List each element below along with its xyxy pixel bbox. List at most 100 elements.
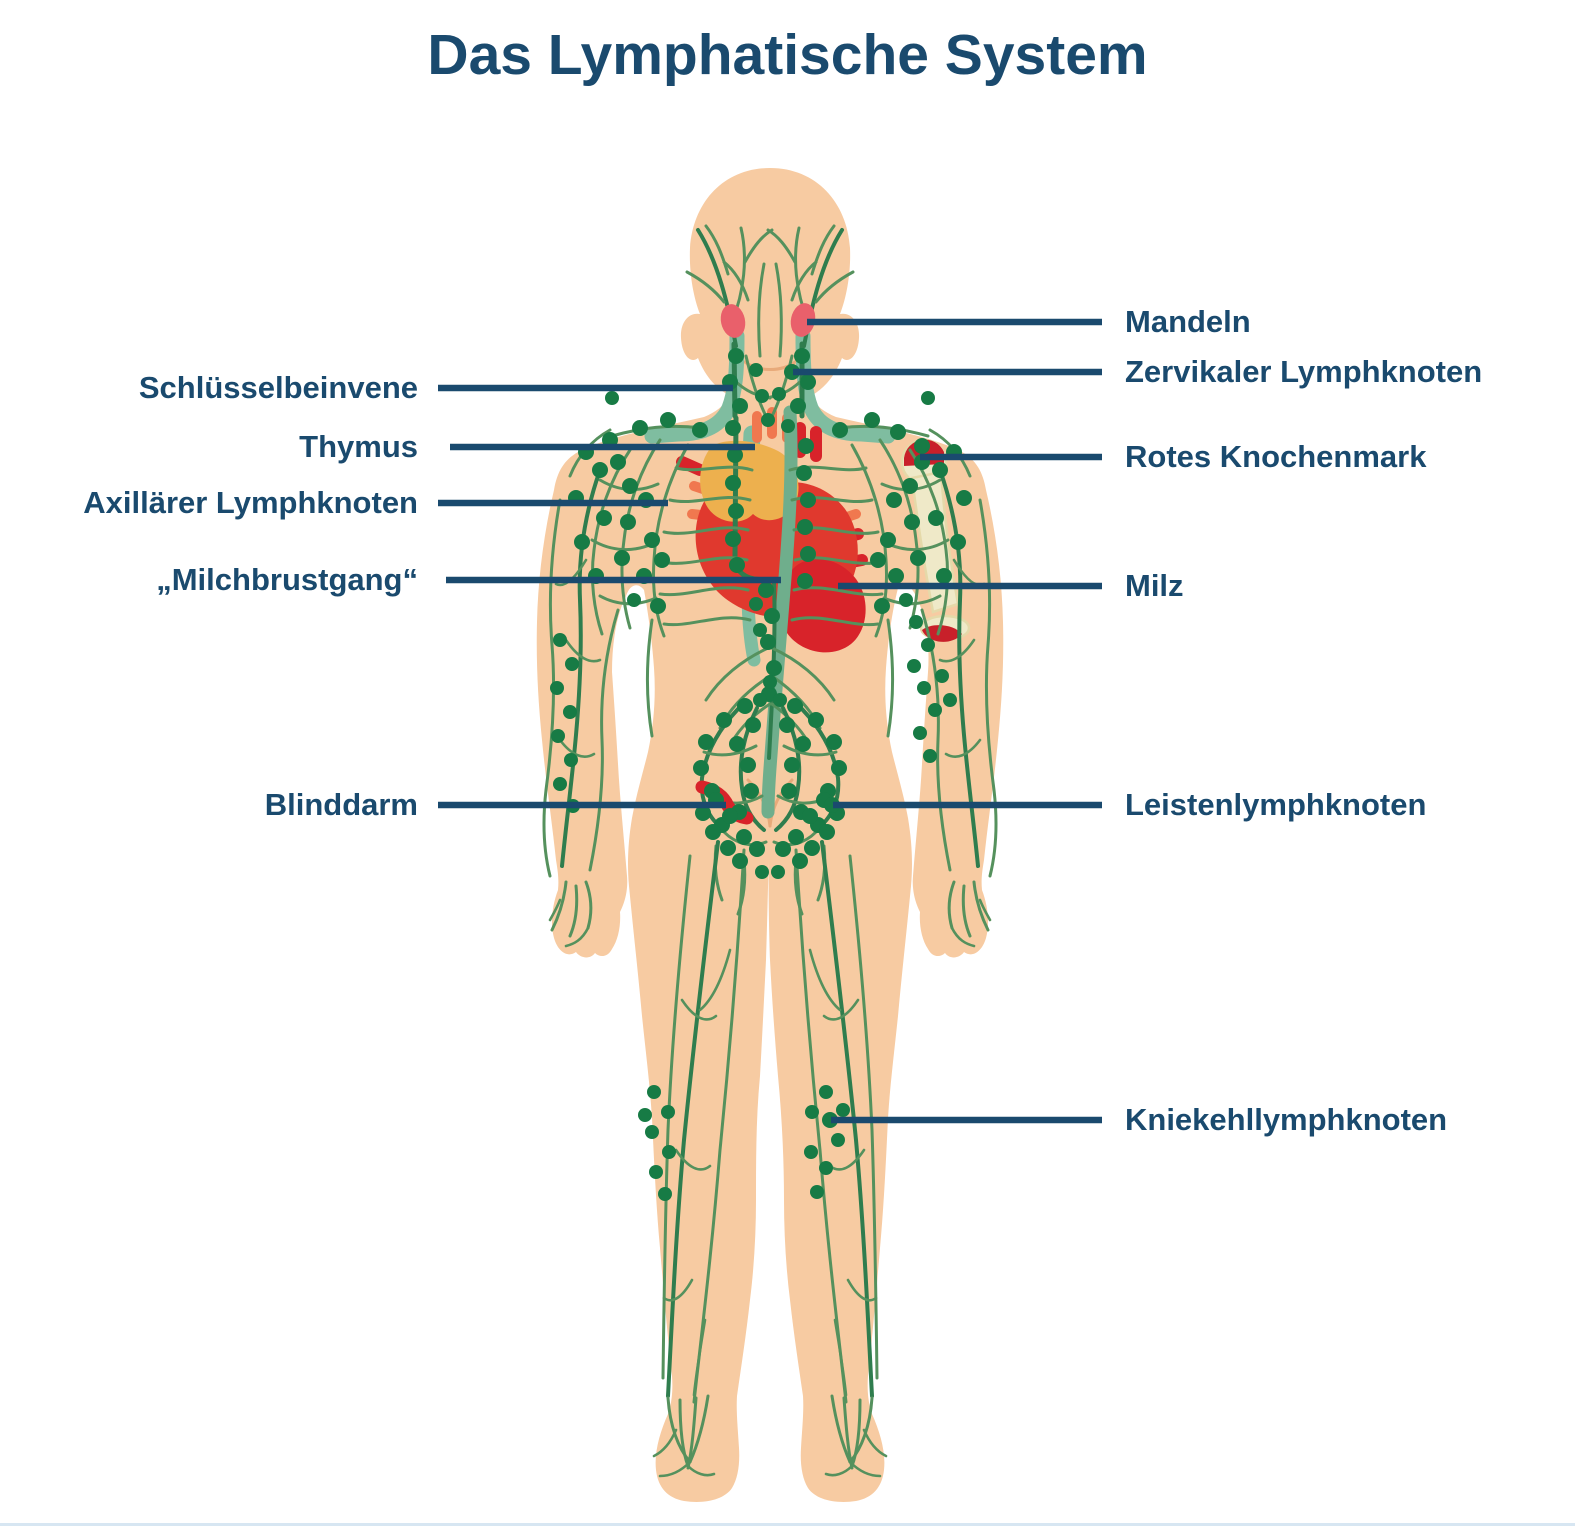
lymph-vessel — [808, 948, 842, 1012]
lymph-node — [645, 1125, 659, 1139]
lymph-node — [792, 853, 808, 869]
lymph-node — [553, 777, 567, 791]
lymph-vessel — [944, 738, 982, 758]
lymph-node — [729, 736, 745, 752]
lymph-node — [654, 552, 670, 568]
lymph-node — [797, 573, 813, 589]
lymph-node — [766, 660, 782, 676]
lymph-node — [788, 829, 804, 845]
lymph-vessel — [668, 496, 752, 504]
lymph-vessel — [661, 854, 692, 1380]
lymph-node — [729, 557, 745, 573]
label-schluesselbeinvene: Schlüsselbeinvene — [138, 370, 418, 405]
label-thymus: Thymus — [299, 429, 418, 464]
lymph-vessel — [788, 465, 868, 472]
lymph-vessel — [686, 1464, 716, 1477]
lymph-vessel — [662, 1278, 694, 1302]
lymph-node — [888, 568, 904, 584]
lymph-vessel — [850, 1398, 862, 1468]
lymph-node — [819, 824, 835, 840]
lymph-vessel — [833, 1318, 848, 1397]
leader-lines — [438, 318, 1102, 1124]
lymph-node — [932, 462, 948, 478]
lymph-node — [565, 657, 579, 671]
lymph-node — [647, 1085, 661, 1099]
lymph-vessel — [704, 646, 770, 702]
lymph-node — [725, 531, 741, 547]
lymph-node — [805, 1105, 819, 1119]
lymph-vessel — [692, 1318, 707, 1397]
lymph-node — [831, 760, 847, 776]
lymph-node — [632, 420, 648, 436]
lymph-node — [870, 552, 886, 568]
lymph-vessel — [961, 884, 972, 938]
lymph-node — [913, 726, 927, 740]
lymph-node — [909, 615, 923, 629]
label-mandeln: Mandeln — [1125, 304, 1251, 339]
lymph-node — [796, 465, 812, 481]
lymph-node — [596, 510, 612, 526]
lymph-vessel — [782, 744, 838, 757]
lymph-node — [808, 712, 824, 728]
lymph-node — [819, 1161, 833, 1175]
lymph-vessel — [678, 1398, 690, 1468]
label-milchbrustgang: „Milchbrustgang“ — [156, 562, 418, 597]
lymph-vessel — [550, 880, 568, 932]
lymph-node — [904, 514, 920, 530]
lymph-node — [794, 348, 810, 364]
lymph-node — [798, 438, 814, 454]
lymph-node — [662, 1145, 676, 1159]
lymph-node — [899, 593, 913, 607]
red-bone-marrow-bottom — [922, 625, 962, 642]
lymph-node — [574, 534, 590, 550]
lymph-node — [763, 675, 777, 689]
lymph-vessel — [662, 616, 752, 627]
lymph-node — [779, 717, 795, 733]
lymph-vessel — [794, 848, 848, 1404]
lymph-vessel — [810, 224, 836, 276]
lymph-vessel — [938, 638, 976, 663]
lymph-vessel — [590, 448, 632, 636]
thymus-shape — [700, 440, 799, 522]
lymph-node — [826, 734, 842, 750]
lymph-node — [800, 492, 816, 508]
lymph-node — [832, 422, 848, 438]
bottom-edge-line — [0, 1523, 1575, 1526]
tonsil-shapes — [720, 303, 816, 338]
lymph-vessel — [878, 438, 920, 630]
label-milz: Milz — [1125, 568, 1184, 603]
lymph-vessel — [950, 926, 976, 948]
lymph-vessel — [662, 526, 750, 535]
lymph-node — [950, 534, 966, 550]
lymph-node — [775, 841, 791, 857]
lymph-node — [787, 698, 803, 714]
lymph-node — [936, 568, 952, 584]
lymph-node — [755, 389, 769, 403]
lymph-node — [649, 1165, 663, 1179]
lymph-node — [781, 419, 795, 433]
lymph-node — [644, 532, 660, 548]
lymph-node — [728, 348, 744, 364]
lymph-vessel — [790, 260, 818, 302]
lymph-vessel — [848, 854, 879, 1380]
lymph-vessel — [688, 1394, 710, 1464]
lymph-node — [627, 593, 641, 607]
lymph-vessel — [770, 646, 836, 702]
label-kniekehllymphknoten: Kniekehllymphknoten — [1125, 1102, 1448, 1137]
lymph-vessel — [704, 224, 730, 276]
lymph-vessel — [790, 616, 880, 627]
lymph-node — [743, 783, 759, 799]
lymph-node — [650, 598, 666, 614]
lymph-node — [761, 413, 775, 427]
lymph-node — [804, 840, 820, 856]
lymph-node — [907, 659, 921, 673]
lymph-vessel — [610, 424, 702, 438]
lymph-vessel — [702, 744, 758, 757]
lymph-vessel — [757, 262, 766, 358]
lymph-node — [605, 391, 619, 405]
lymph-node — [910, 550, 926, 566]
lymph-node — [831, 1133, 845, 1147]
lymph-node — [790, 398, 806, 414]
lymph-vessel — [886, 618, 894, 738]
lymph-node — [749, 363, 763, 377]
